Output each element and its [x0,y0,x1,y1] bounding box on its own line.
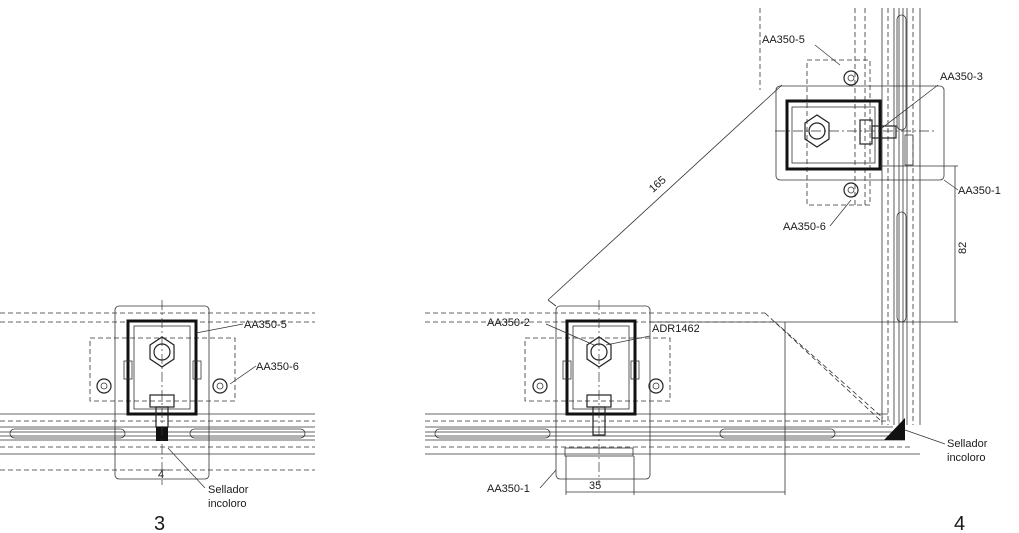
right-label-aa350-5: AA350-5 [762,34,805,46]
right-label-aa350-3: AA350-3 [940,71,983,83]
figure-number-4: 4 [954,513,965,533]
left-dim-4: 4 [158,469,164,481]
figure-4-drawing [425,8,959,495]
left-sealant-line1: Sellador [208,484,249,496]
dim-82: 82 [957,242,969,254]
dim-35: 35 [589,480,601,492]
right-sealant-line1: Sellador [947,438,988,450]
left-label-aa350-5: AA350-5 [244,319,287,331]
right-label-aa350-1-top: AA350-1 [958,185,1001,197]
figure-3-drawing [0,300,315,489]
right-label-aa350-1-bottom: AA350-1 [487,483,530,495]
right-label-aa350-2: AA350-2 [487,317,530,329]
left-label-aa350-6: AA350-6 [256,361,299,373]
left-sealant-line2: incoloro [208,498,247,510]
right-label-adr1462: ADR1462 [652,323,700,335]
figure-number-3: 3 [154,513,165,533]
right-sealant-line2: incoloro [947,452,986,464]
right-label-aa350-6: AA350-6 [783,221,826,233]
